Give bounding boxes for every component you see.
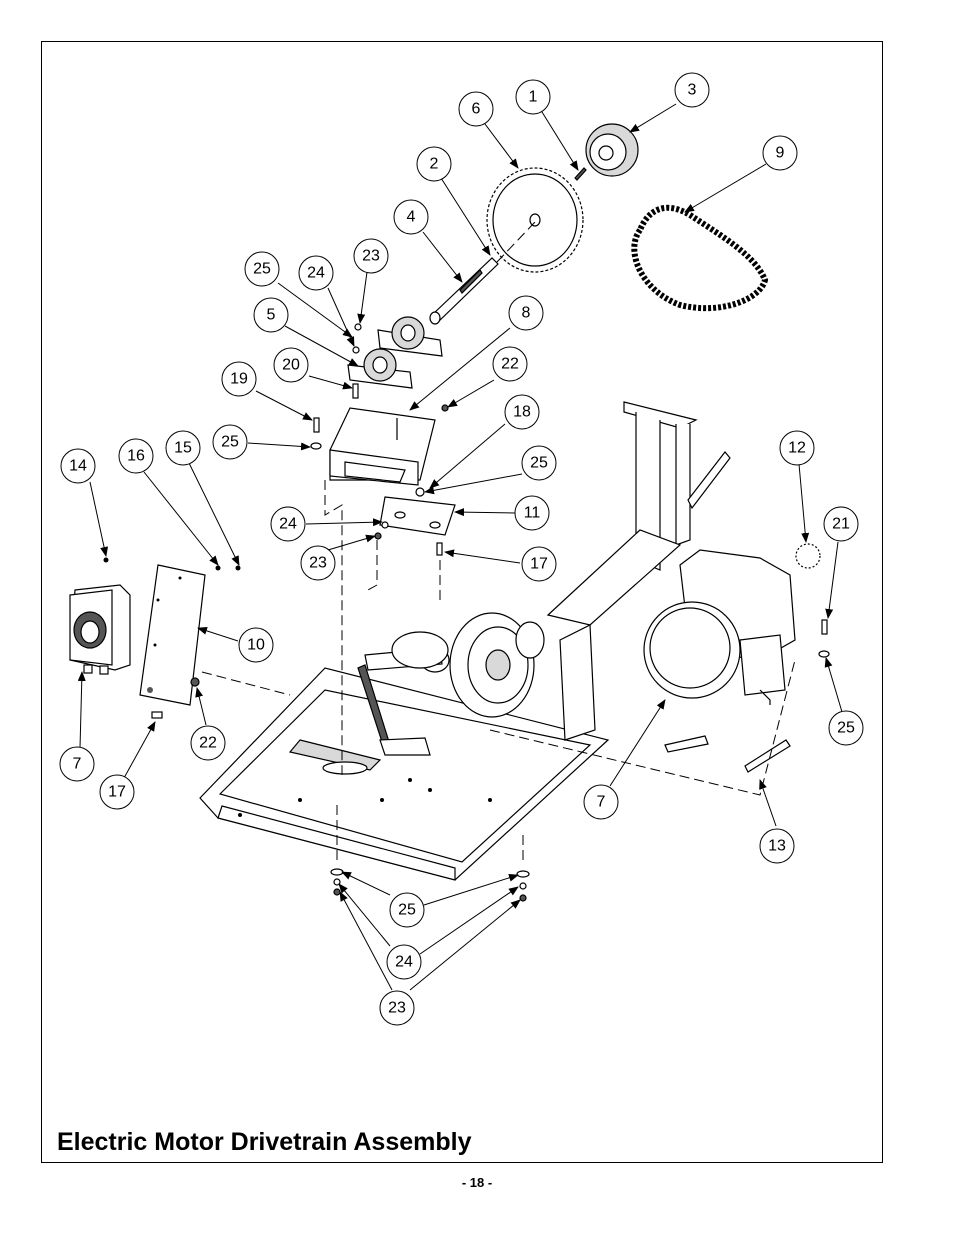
svg-text:22: 22 <box>199 735 217 752</box>
svg-text:20: 20 <box>282 357 300 374</box>
callout-10: 10 <box>238 627 274 663</box>
callout-23-top: 23 <box>353 238 389 274</box>
callout-14: 14 <box>60 448 96 484</box>
shaft-housing <box>329 407 436 486</box>
svg-text:17: 17 <box>108 784 126 801</box>
pillow-block-bearings <box>347 316 443 389</box>
svg-text:8: 8 <box>522 305 531 322</box>
svg-text:15: 15 <box>174 440 192 457</box>
svg-text:9: 9 <box>776 145 785 162</box>
svg-text:24: 24 <box>279 516 297 533</box>
callout-15: 15 <box>165 430 201 466</box>
switch-box <box>69 584 131 675</box>
svg-text:4: 4 <box>407 209 416 226</box>
callout-19: 19 <box>221 361 257 397</box>
callout-13: 13 <box>759 828 795 864</box>
svg-text:12: 12 <box>788 440 806 457</box>
svg-text:7: 7 <box>597 794 606 811</box>
svg-text:25: 25 <box>530 455 548 472</box>
callout-5: 5 <box>253 297 289 333</box>
svg-text:24: 24 <box>307 265 325 282</box>
svg-text:23: 23 <box>388 1000 406 1017</box>
svg-text:19: 19 <box>230 371 248 388</box>
callout-7-motor: 7 <box>583 784 619 820</box>
callout-24-mid: 24 <box>270 506 306 542</box>
callout-8: 8 <box>508 295 544 331</box>
callout-11: 11 <box>514 495 550 531</box>
svg-text:23: 23 <box>309 555 327 572</box>
svg-text:25: 25 <box>253 261 271 278</box>
upright-frame <box>546 401 731 741</box>
page-title: Electric Motor Drivetrain Assembly <box>57 1128 472 1156</box>
svg-text:5: 5 <box>267 307 276 324</box>
svg-text:14: 14 <box>69 458 87 475</box>
callout-22-left: 22 <box>190 725 226 761</box>
callout-20: 20 <box>273 347 309 383</box>
svg-text:24: 24 <box>395 954 413 971</box>
parts-drawing <box>69 123 830 902</box>
hardware <box>103 323 830 902</box>
base-tray <box>199 667 610 881</box>
page-number: - 18 - <box>461 1175 493 1190</box>
callout-1: 1 <box>515 79 551 115</box>
callout-2: 2 <box>416 146 452 182</box>
roller-chain <box>631 204 769 312</box>
svg-text:17: 17 <box>530 556 548 573</box>
callout-25-right: 25 <box>828 710 864 746</box>
idler-arm <box>357 631 450 756</box>
mounting-plate <box>139 564 206 706</box>
svg-text:21: 21 <box>832 516 850 533</box>
svg-text:25: 25 <box>837 720 855 737</box>
svg-text:22: 22 <box>501 356 519 373</box>
callout-25-bottom: 25 <box>389 892 425 928</box>
svg-text:13: 13 <box>768 838 786 855</box>
big-pulley <box>449 612 545 718</box>
callout-9: 9 <box>762 135 798 171</box>
callout-25-top: 25 <box>244 251 280 287</box>
svg-text:1: 1 <box>529 89 538 106</box>
callout-23-mid: 23 <box>300 545 336 581</box>
bracket <box>379 496 456 536</box>
assembly-lines <box>201 221 796 860</box>
electric-motor <box>643 549 796 705</box>
large-sprocket <box>486 167 584 273</box>
callout-16: 16 <box>118 438 154 474</box>
callout-17-right: 17 <box>521 546 557 582</box>
callout-12: 12 <box>779 430 815 466</box>
callout-23-bottom: 23 <box>379 990 415 1026</box>
svg-text:23: 23 <box>362 248 380 265</box>
callout-21: 21 <box>823 506 859 542</box>
svg-text:3: 3 <box>688 82 697 99</box>
callout-4: 4 <box>393 199 429 235</box>
key <box>574 167 587 181</box>
svg-text:7: 7 <box>73 756 82 773</box>
shaft <box>429 257 499 325</box>
callout-25-bracket: 25 <box>521 445 557 481</box>
callout-22-top: 22 <box>492 346 528 382</box>
svg-text:25: 25 <box>398 902 416 919</box>
svg-text:18: 18 <box>513 404 531 421</box>
small-sprocket <box>795 543 821 569</box>
callout-7-switch: 7 <box>59 746 95 782</box>
callout-3: 3 <box>674 72 710 108</box>
svg-text:2: 2 <box>430 156 439 173</box>
callout-18: 18 <box>504 394 540 430</box>
svg-text:16: 16 <box>127 448 145 465</box>
svg-text:6: 6 <box>472 101 481 118</box>
motor-mount-bars <box>664 735 791 773</box>
callout-6: 6 <box>458 91 494 127</box>
callout-17-left: 17 <box>99 774 135 810</box>
svg-text:10: 10 <box>247 637 265 654</box>
callout-24-bottom: 24 <box>386 944 422 980</box>
page-frame <box>41 41 883 1163</box>
small-pulley <box>585 123 639 177</box>
leader-lines <box>77 103 843 991</box>
svg-text:25: 25 <box>221 434 239 451</box>
callout-24-top: 24 <box>298 255 334 291</box>
svg-text:11: 11 <box>524 505 541 522</box>
callout-25-left: 25 <box>212 424 248 460</box>
